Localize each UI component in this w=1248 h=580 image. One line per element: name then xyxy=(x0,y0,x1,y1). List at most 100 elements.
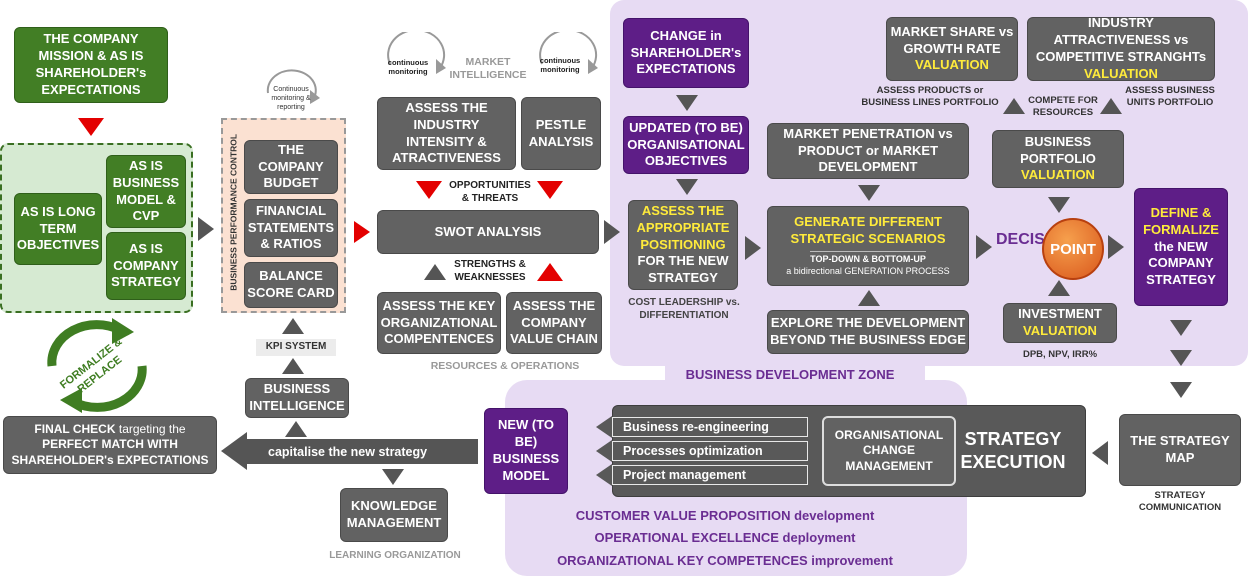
arrowhead-2 xyxy=(596,440,612,462)
up-arrow-icon xyxy=(1003,98,1025,114)
performance-side-label: BUSINESS PERFORMANCE CONTROL xyxy=(228,133,239,291)
investment-valuation: VALUATION xyxy=(1023,323,1097,338)
explore-development-box: EXPLORE THE DEVELOPMENT BEYOND THE BUSIN… xyxy=(767,310,969,354)
portfolio-valuation: VALUATION xyxy=(1021,167,1095,183)
assess-products-label: ASSESS PRODUCTS or BUSINESS LINES PORTFO… xyxy=(861,85,999,108)
new-business-model-box: NEW (TO BE) BUSINESS MODEL xyxy=(484,408,568,494)
company-mission-box: THE COMPANY MISSION & AS IS SHAREHOLDER'… xyxy=(14,27,168,103)
up-arrow-icon xyxy=(1048,280,1070,296)
positioning-title: ASSESS THE APPROPRIATE POSITIONING xyxy=(636,202,730,252)
define-w1: the NEW xyxy=(1154,238,1208,254)
right-arrow-icon xyxy=(976,235,992,259)
updated-objectives-box: UPDATED (TO BE) ORGANISATIONAL OBJECTIVE… xyxy=(623,116,749,174)
decision-point-text: POINT xyxy=(1050,240,1096,258)
right-arrow-icon xyxy=(354,221,370,243)
continuous-monitoring-2: continuous monitoring xyxy=(539,56,581,75)
positioning-box: ASSESS THE APPROPRIATE POSITIONING FOR T… xyxy=(628,200,738,290)
kpi-label: KPI SYSTEM xyxy=(256,339,336,356)
resources-operations-label: RESOURCES & OPERATIONS xyxy=(430,360,580,372)
industry-attr-title: INDUSTRY ATTRACTIVENESS vs COMPETITIVE S… xyxy=(1035,15,1207,64)
down-arrow-icon xyxy=(537,181,563,199)
project-management-arrow: Project management xyxy=(612,465,808,485)
final-check-rest: targeting the xyxy=(118,421,186,436)
industry-attractiveness-box: INDUSTRY ATTRACTIVENESS vs COMPETITIVE S… xyxy=(1027,15,1215,81)
down-arrow-icon xyxy=(1170,350,1192,366)
down-arrow-icon xyxy=(676,95,698,111)
up-arrow-icon xyxy=(858,290,880,306)
as-is-business-model-box: AS IS BUSINESS MODEL & CVP xyxy=(106,155,186,228)
market-share-valuation: VALUATION xyxy=(915,57,989,73)
define-strategy-box: DEFINE & FORMALIZE the NEW COMPANY STRAT… xyxy=(1134,188,1228,306)
industry-attr-valuation: VALUATION xyxy=(1084,65,1158,81)
monitoring-cycle-icon xyxy=(539,32,598,74)
as-is-long-term-box: AS IS LONG TERM OBJECTIVES xyxy=(14,193,102,265)
monitoring-cycle-icon xyxy=(266,69,320,104)
scenarios-title: GENERATE DIFFERENT STRATEGIC SCENARIOS xyxy=(790,214,946,247)
investment-box: INVESTMENT VALUATION xyxy=(1003,303,1117,343)
as-is-strategy-box: AS IS COMPANY STRATEGY xyxy=(106,232,186,300)
process-optimization-arrow: Processes optimization xyxy=(612,441,808,461)
strategy-execution-title: STRATEGY EXECUTION xyxy=(960,428,1066,472)
right-arrow-icon xyxy=(1108,235,1124,259)
capitalise-arrowhead xyxy=(221,432,247,470)
up-arrow-icon xyxy=(537,263,563,281)
down-arrow-icon xyxy=(416,181,442,199)
bdz-label: BUSINESS DEVELOPMENT ZONE xyxy=(685,367,895,382)
reengineering-arrow: Business re-engineering xyxy=(612,417,808,437)
pestle-box: PESTLE ANALYSIS xyxy=(521,97,601,170)
down-arrow-icon xyxy=(382,469,404,485)
assess-units-label: ASSESS BUSINESS UNITS PORTFOLIO xyxy=(1125,85,1215,108)
right-arrow-icon xyxy=(604,220,620,244)
cost-leadership-label: COST LEADERSHIP vs. DIFFERENTIATION xyxy=(628,297,740,321)
up-arrow-icon xyxy=(282,318,304,334)
market-intelligence-label: MARKET INTELLIGENCE xyxy=(449,56,527,82)
change-expectations-box: CHANGE in SHAREHOLDER's EXPECTATIONS xyxy=(623,18,749,88)
knowledge-management-box: KNOWLEDGE MANAGEMENT xyxy=(340,488,448,542)
positioning-subtitle: FOR THE NEW STRATEGY xyxy=(637,253,729,286)
strengths-label: STRENGTHS & WEAKNESSES xyxy=(454,259,526,283)
recycle-icon xyxy=(47,318,147,413)
final-check-box: FINAL CHECK targeting the PERFECT MATCH … xyxy=(3,416,217,474)
arrowhead-1 xyxy=(596,416,612,438)
business-intelligence-box: BUSINESS INTELLIGENCE xyxy=(245,378,349,418)
right-arrow-icon xyxy=(745,236,761,260)
down-arrow-icon xyxy=(676,179,698,195)
right-arrow-icon xyxy=(198,217,214,241)
market-share-title: MARKET SHARE vs GROWTH RATE xyxy=(890,23,1014,56)
down-arrow-icon xyxy=(1048,197,1070,213)
down-arrow-icon xyxy=(858,185,880,201)
final-check-lead: FINAL CHECK xyxy=(34,421,116,436)
define-title: DEFINE & FORMALIZE xyxy=(1143,204,1219,237)
cvp-label: CUSTOMER VALUE PROPOSITION development xyxy=(575,508,875,523)
value-chain-box: ASSESS THE COMPANY VALUE CHAIN xyxy=(506,292,602,354)
down-arrow-icon xyxy=(78,118,104,136)
capitalise-arrow: capitalise the new strategy xyxy=(246,439,478,464)
monitoring-label: Continuous monitoring & reporting xyxy=(271,86,311,111)
business-portfolio-box: BUSINESS PORTFOLIO VALUATION xyxy=(992,130,1124,188)
opex-label: OPERATIONAL EXCELLENCE deployment xyxy=(594,530,856,545)
opportunities-label: OPPORTUNITIES & THREATS xyxy=(449,180,531,204)
up-arrow-icon xyxy=(285,421,307,437)
balance-scorecard-box: BALANCE SCORE CARD xyxy=(244,262,338,308)
change-management-box: ORGANISATIONAL CHANGE MANAGEMENT xyxy=(822,416,956,486)
swot-box: SWOT ANALYSIS xyxy=(377,210,599,254)
company-budget-box: THE COMPANY BUDGET xyxy=(244,140,338,194)
up-arrow-icon xyxy=(282,358,304,374)
define-w2: COMPANY STRATEGY xyxy=(1146,255,1216,288)
up-arrow-icon xyxy=(424,264,446,280)
investment-title: INVESTMENT xyxy=(1018,306,1102,322)
dpb-label: DPB, NPV, IRR% xyxy=(1022,349,1098,360)
compete-label: COMPETE FOR RESOURCES xyxy=(1028,95,1098,118)
market-share-box: MARKET SHARE vs GROWTH RATE VALUATION xyxy=(886,17,1018,81)
strategic-scenarios-box: GENERATE DIFFERENT STRATEGIC SCENARIOS T… xyxy=(767,206,969,286)
market-penetration-box: MARKET PENETRATION vs PRODUCT or MARKET … xyxy=(767,123,969,179)
learning-organization-label: LEARNING ORGANIZATION xyxy=(329,550,461,561)
strategy-communication-label: STRATEGY COMMUNICATION xyxy=(1138,490,1222,513)
strategy-map-box: THE STRATEGY MAP xyxy=(1119,414,1241,486)
left-arrow-icon xyxy=(1092,441,1108,465)
monitoring-cycle-icon xyxy=(387,32,446,74)
down-arrow-icon xyxy=(1170,320,1192,336)
final-check-line2: PERFECT MATCH WITH SHAREHOLDER's EXPECTA… xyxy=(11,437,209,467)
up-arrow-icon xyxy=(1100,98,1122,114)
decision-point-circle: POINT xyxy=(1042,218,1104,280)
